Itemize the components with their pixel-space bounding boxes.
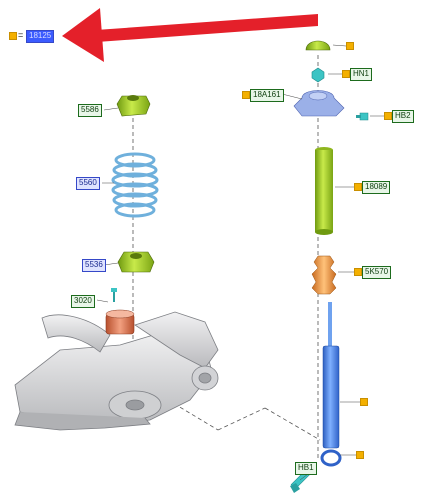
label-top-nut: HN1 [350, 68, 373, 81]
marker-dust-boot [354, 183, 362, 191]
marker-dust-cap [346, 42, 354, 50]
marker-bump-stop [354, 268, 362, 276]
legend-equals: = [18, 30, 24, 40]
twist-beam-axle [14, 311, 219, 431]
top-nut [311, 67, 325, 83]
dust-cap [305, 40, 331, 51]
leader-lines [96, 44, 390, 481]
label-axle-bumper: 3020 [71, 295, 95, 308]
label-coil-spring: 5560 [76, 177, 100, 190]
label-upper-spring-seat: 5586 [78, 104, 102, 117]
upper-spring-seat [116, 95, 151, 117]
bump-stop [311, 255, 337, 295]
label-dust-boot: 18089 [362, 181, 391, 194]
label-mount-bolt: HB2 [392, 110, 414, 123]
marker-shock-eye [356, 451, 364, 459]
label-upper-mount: 18A161 [250, 89, 284, 102]
lower-spring-seat [117, 251, 155, 273]
dust-boot [315, 147, 333, 235]
label-bump-stop: 5K570 [362, 266, 392, 279]
axle-bumper [105, 309, 135, 335]
marker-mount-bolt [384, 112, 392, 120]
small-bolt [111, 288, 117, 302]
label-lower-bolt: HB1 [295, 462, 317, 475]
legend-marker [9, 32, 17, 40]
upper-mount [293, 90, 345, 117]
coil-spring [111, 152, 159, 218]
label-lower-spring-seat: 5536 [82, 259, 106, 272]
red-arrow [62, 8, 318, 62]
shock-absorber [320, 302, 342, 467]
mount-bolt [356, 112, 369, 121]
marker-shock-absorber [360, 398, 368, 406]
legend-part-number: 18125 [26, 30, 55, 43]
marker-upper-mount [242, 91, 250, 99]
marker-top-nut [342, 70, 350, 78]
